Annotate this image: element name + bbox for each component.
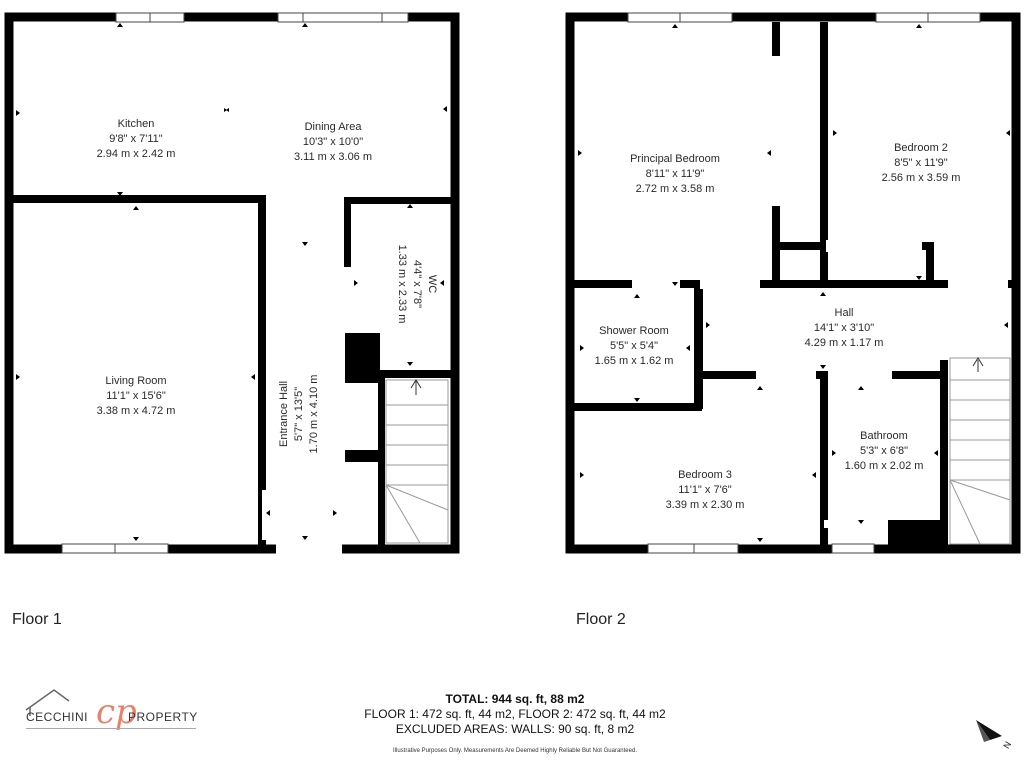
wall — [926, 242, 934, 286]
dimension-markers — [16, 23, 447, 541]
brand-logo: CECCHINI cp PROPERTY — [24, 688, 199, 748]
wall — [13, 195, 266, 203]
wall — [378, 370, 454, 378]
brand-underline — [26, 728, 196, 729]
area-totals: TOTAL: 944 sq. ft, 88 m2 FLOOR 1: 472 sq… — [300, 692, 730, 737]
room-dimensions-metric: 2.94 m x 2.42 m — [97, 148, 176, 160]
room-name: Hall — [835, 307, 854, 319]
room-dimensions-imperial: 4'4" x 7'8" — [411, 260, 423, 308]
window — [831, 543, 875, 554]
brand-name-right: PROPERTY — [128, 710, 198, 724]
room-dimensions-metric: 4.29 m x 1.17 m — [805, 337, 884, 349]
floor-1-outer-wall — [4, 12, 460, 554]
room-name: Entrance Hall — [278, 381, 290, 447]
room-dimensions-imperial: 5'5" x 5'4" — [610, 340, 658, 352]
room-dimensions-imperial: 8'5" x 11'9" — [894, 157, 947, 169]
wall — [378, 375, 385, 550]
window — [277, 12, 409, 23]
brand-monogram: cp — [96, 692, 137, 732]
floor-2-plan — [565, 12, 1021, 554]
room-dimensions-metric: 2.56 m x 3.59 m — [882, 172, 961, 184]
floor-1-label: Floor 1 — [12, 611, 62, 628]
room-dimensions-metric: 1.33 m x 2.33 m — [396, 245, 408, 324]
wall — [345, 333, 380, 383]
wall — [778, 242, 822, 250]
floor-2-outer-wall — [565, 12, 1021, 554]
doorway — [948, 279, 1008, 289]
room-dimensions-metric: 1.65 m x 1.62 m — [595, 355, 674, 367]
total-area: TOTAL: 944 sq. ft, 88 m2 — [445, 692, 585, 706]
room-dimensions-metric: 3.39 m x 2.30 m — [666, 499, 745, 511]
dimension-markers — [578, 24, 1010, 542]
room-dimensions-metric: 1.70 m x 4.10 m — [308, 375, 320, 454]
window — [627, 12, 733, 23]
room-dimensions-imperial: 11'1" x 15'6" — [106, 390, 166, 402]
doorway — [770, 56, 782, 206]
doorway — [346, 385, 354, 445]
room-name: Living Room — [105, 375, 166, 387]
room-name: Shower Room — [599, 325, 669, 337]
wall — [345, 450, 380, 462]
room-dimensions-metric: 2.72 m x 3.58 m — [636, 183, 715, 195]
wall — [888, 520, 943, 548]
doorway — [700, 279, 760, 289]
doorway — [632, 279, 680, 289]
wall — [574, 280, 1012, 288]
floor-1-plan — [4, 12, 460, 554]
room-dimensions-imperial: 9'8" x 7'11" — [109, 133, 162, 145]
room-labels: Kitchen 9'8" x 7'11" 2.94 m x 2.42 m Din… — [97, 118, 961, 511]
staircase — [385, 379, 449, 544]
room-dimensions-imperial: 5'7" x 13'5" — [293, 387, 305, 441]
doorway — [266, 240, 340, 250]
room-name: Bedroom 3 — [678, 469, 732, 481]
wall — [344, 197, 452, 204]
north-arrow-icon — [976, 720, 1002, 742]
front-door — [276, 540, 342, 554]
wall — [820, 22, 828, 284]
room-dimensions-imperial: 5'3" x 6'8" — [860, 445, 908, 457]
doorway — [346, 270, 354, 330]
room-dimensions-metric: 3.38 m x 4.72 m — [97, 405, 176, 417]
wall — [820, 375, 828, 549]
house-roof-icon — [25, 689, 70, 716]
compass: N — [972, 712, 1016, 756]
doorway — [826, 240, 922, 252]
window — [875, 12, 981, 23]
room-dimensions-imperial: 11'1" x 7'6" — [678, 484, 731, 496]
room-name: Bedroom 2 — [894, 142, 948, 154]
window — [61, 543, 169, 554]
room-dimensions-metric: 1.60 m x 2.02 m — [845, 460, 924, 472]
wall — [344, 197, 351, 267]
wall — [258, 195, 266, 550]
doorway — [828, 370, 892, 380]
brand-name-left: CECCHINI — [26, 710, 89, 724]
room-dimensions-metric: 3.11 m x 3.06 m — [294, 151, 372, 163]
room-dimensions-imperial: 14'1" x 3'10" — [814, 322, 874, 334]
window — [647, 543, 739, 554]
room-name: Dining Area — [305, 121, 363, 133]
wall — [574, 403, 702, 411]
doorway — [756, 370, 816, 380]
room-dimensions-imperial: 8'11" x 11'9" — [646, 168, 705, 180]
excluded-areas: EXCLUDED AREAS: WALLS: 90 sq. ft, 8 m2 — [395, 722, 635, 736]
staircase — [949, 357, 1011, 545]
wall — [940, 360, 948, 549]
floor-areas: FLOOR 1: 472 sq. ft, 44 m2, FLOOR 2: 472… — [364, 707, 666, 721]
room-name: Principal Bedroom — [630, 153, 720, 165]
floor-2-label: Floor 2 — [576, 611, 626, 628]
room-name: Kitchen — [118, 118, 155, 130]
room-name: WC — [426, 275, 438, 293]
room-dimensions-imperial: 10'3" x 10'0" — [303, 136, 363, 148]
doorway — [824, 520, 888, 528]
wall — [694, 284, 703, 409]
window — [115, 12, 185, 23]
disclaimer: Illustrative Purposes Only. Measurements… — [392, 748, 637, 754]
room-name: Bathroom — [860, 430, 908, 442]
